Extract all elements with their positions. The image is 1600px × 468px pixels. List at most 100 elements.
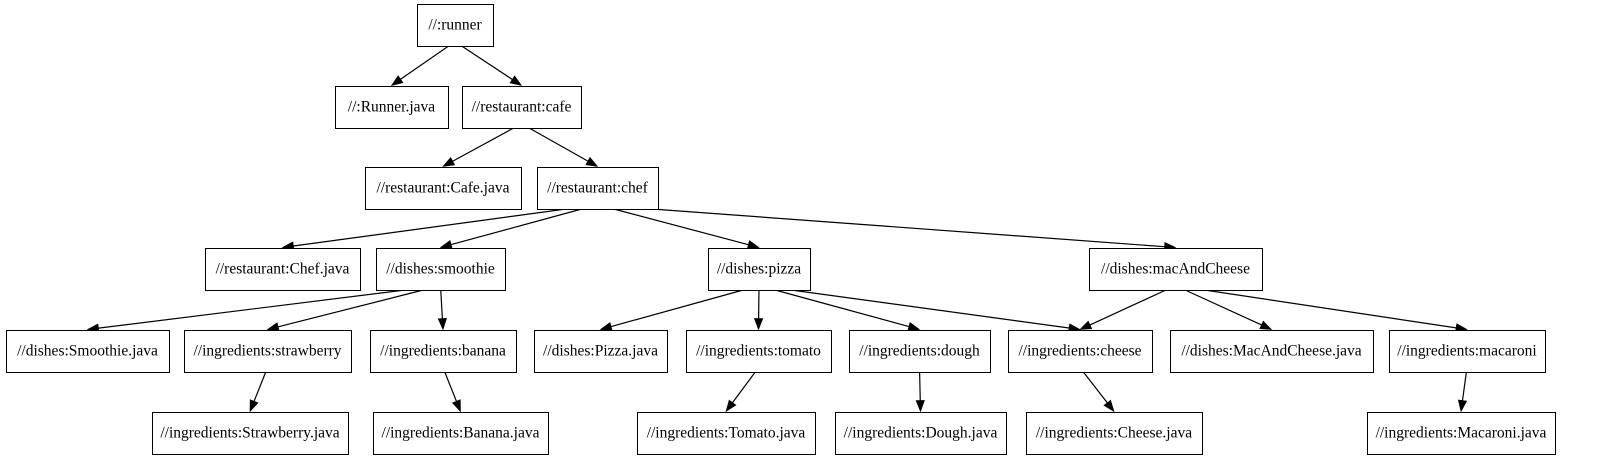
graph-node-ing_tomato[interactable]: //ingredients:tomato bbox=[686, 330, 832, 373]
graph-node-tomato_java[interactable]: //ingredients:Tomato.java bbox=[637, 412, 816, 455]
edge-ing_banana-to-banana_java bbox=[444, 371, 457, 402]
edge-dishes_smoothie-to-smoothie_java bbox=[98, 289, 406, 329]
node-box-ing_cheese bbox=[1008, 330, 1153, 373]
arrowhead-runner-to-runner_java bbox=[390, 75, 404, 86]
arrowhead-runner-to-restaurant_cafe bbox=[509, 75, 523, 86]
arrowhead-dishes_pizza-to-ing_tomato bbox=[753, 318, 764, 331]
node-label-dishes_pizza: //dishes:pizza bbox=[717, 261, 801, 278]
graph-node-dough_java[interactable]: //ingredients:Dough.java bbox=[835, 412, 1007, 455]
edge-dishes_smoothie-to-ing_strawberry bbox=[278, 289, 424, 328]
node-label-smoothie_java: //dishes:Smoothie.java bbox=[17, 343, 158, 360]
arrowhead-ing_dough-to-dough_java bbox=[915, 400, 925, 413]
node-box-strawberry_java bbox=[152, 412, 349, 455]
edge-runner-to-runner_java bbox=[400, 45, 449, 80]
node-label-chef_java: //restaurant:Chef.java bbox=[216, 261, 350, 278]
graph-node-dishes_smoothie[interactable]: //dishes:smoothie bbox=[376, 248, 506, 291]
node-box-restaurant_cafe bbox=[462, 86, 582, 129]
edge-dishes_mac-to-ing_macaroni bbox=[1204, 289, 1457, 329]
edge-restaurant_chef-to-chef_java bbox=[293, 208, 567, 247]
graph-node-ing_cheese[interactable]: //ingredients:cheese bbox=[1008, 330, 1153, 373]
node-box-dough_java bbox=[835, 412, 1007, 455]
edge-restaurant_chef-to-dishes_pizza bbox=[613, 208, 749, 246]
node-box-dishes_smoothie bbox=[376, 248, 506, 291]
graph-node-runner[interactable]: //:runner bbox=[417, 4, 494, 47]
edge-ing_cheese-to-cheese_java bbox=[1082, 371, 1108, 404]
arrowhead-dishes_mac-to-mac_java bbox=[1259, 320, 1273, 330]
arrowhead-dishes_smoothie-to-ing_banana bbox=[437, 317, 447, 331]
node-label-restaurant_cafe: //restaurant:cafe bbox=[472, 99, 572, 116]
graph-node-runner_java[interactable]: //:Runner.java bbox=[335, 86, 449, 129]
graph-node-restaurant_cafe[interactable]: //restaurant:cafe bbox=[462, 86, 582, 129]
node-label-banana_java: //ingredients:Banana.java bbox=[382, 425, 540, 442]
graph-node-ing_strawberry[interactable]: //ingredients:strawberry bbox=[184, 330, 352, 373]
graph-node-restaurant_chef[interactable]: //restaurant:chef bbox=[537, 167, 659, 210]
node-box-restaurant_chef bbox=[537, 167, 659, 210]
node-label-runner: //:runner bbox=[428, 17, 482, 34]
node-box-ing_macaroni bbox=[1389, 330, 1546, 373]
arrowhead-dishes_mac-to-ing_cheese bbox=[1079, 320, 1093, 330]
node-box-macaroni_java bbox=[1367, 412, 1556, 455]
node-label-cafe_java: //restaurant:Cafe.java bbox=[377, 180, 510, 197]
arrowhead-restaurant_chef-to-dishes_pizza bbox=[746, 240, 760, 250]
edge-dishes_smoothie-to-ing_banana bbox=[440, 289, 443, 319]
node-label-pizza_java: //dishes:Pizza.java bbox=[543, 343, 658, 360]
node-label-ing_tomato: //ingredients:tomato bbox=[696, 343, 821, 360]
node-label-ing_dough: //ingredients:dough bbox=[859, 343, 980, 360]
graph-node-strawberry_java[interactable]: //ingredients:Strawberry.java bbox=[152, 412, 349, 455]
arrowhead-ing_cheese-to-cheese_java bbox=[1103, 399, 1115, 413]
node-box-smoothie_java bbox=[6, 330, 170, 373]
arrowhead-ing_banana-to-banana_java bbox=[452, 399, 461, 413]
node-box-ing_banana bbox=[370, 330, 517, 373]
arrowhead-dishes_pizza-to-pizza_java bbox=[599, 322, 613, 331]
node-label-ing_strawberry: //ingredients:strawberry bbox=[193, 343, 341, 360]
arrowhead-restaurant_chef-to-dishes_smoothie bbox=[439, 240, 453, 250]
edge-ing_macaroni-to-macaroni_java bbox=[1461, 371, 1467, 401]
node-box-runner_java bbox=[335, 86, 449, 129]
graph-node-cafe_java[interactable]: //restaurant:Cafe.java bbox=[365, 167, 522, 210]
node-box-cheese_java bbox=[1026, 412, 1203, 455]
graph-node-macaroni_java[interactable]: //ingredients:Macaroni.java bbox=[1367, 412, 1556, 455]
node-label-mac_java: //dishes:MacAndCheese.java bbox=[1181, 343, 1361, 360]
graph-node-pizza_java[interactable]: //dishes:Pizza.java bbox=[534, 330, 668, 373]
arrowhead-restaurant_cafe-to-cafe_java bbox=[442, 157, 456, 167]
graph-node-banana_java[interactable]: //ingredients:Banana.java bbox=[373, 412, 549, 455]
graph-node-chef_java[interactable]: //restaurant:Chef.java bbox=[205, 248, 361, 291]
arrowhead-dishes_smoothie-to-ing_strawberry bbox=[266, 322, 280, 332]
graph-node-dishes_pizza[interactable]: //dishes:pizza bbox=[708, 248, 811, 291]
edge-dishes_pizza-to-pizza_java bbox=[610, 289, 744, 328]
node-label-ing_macaroni: //ingredients:macaroni bbox=[1397, 343, 1537, 360]
node-box-dishes_pizza bbox=[708, 248, 811, 291]
node-box-ing_tomato bbox=[686, 330, 832, 373]
arrowhead-ing_strawberry-to-strawberry_java bbox=[249, 399, 259, 413]
node-box-cafe_java bbox=[365, 167, 522, 210]
node-box-chef_java bbox=[205, 248, 361, 291]
node-label-ing_cheese: //ingredients:cheese bbox=[1018, 343, 1141, 360]
arrowhead-restaurant_cafe-to-restaurant_chef bbox=[585, 156, 599, 167]
node-box-ing_strawberry bbox=[184, 330, 352, 373]
arrowhead-dishes_pizza-to-ing_dough bbox=[907, 322, 921, 331]
graph-node-ing_banana[interactable]: //ingredients:banana bbox=[370, 330, 517, 373]
graph-node-mac_java[interactable]: //dishes:MacAndCheese.java bbox=[1170, 330, 1374, 373]
node-label-dishes_smoothie: //dishes:smoothie bbox=[386, 261, 495, 278]
arrowhead-ing_tomato-to-tomato_java bbox=[725, 399, 737, 413]
node-box-tomato_java bbox=[637, 412, 816, 455]
graph-node-dishes_mac[interactable]: //dishes:macAndCheese bbox=[1089, 248, 1263, 291]
node-label-macaroni_java: //ingredients:Macaroni.java bbox=[1376, 425, 1547, 442]
edge-ing_strawberry-to-strawberry_java bbox=[253, 371, 267, 402]
edge-runner-to-restaurant_cafe bbox=[461, 45, 513, 80]
node-label-ing_banana: //ingredients:banana bbox=[380, 343, 506, 360]
edge-dishes_pizza-to-ing_dough bbox=[774, 289, 910, 328]
node-label-restaurant_chef: //restaurant:chef bbox=[547, 180, 649, 197]
edge-restaurant_cafe-to-cafe_java bbox=[452, 127, 514, 162]
edge-dishes_mac-to-ing_cheese bbox=[1089, 289, 1167, 326]
edge-ing_dough-to-dough_java bbox=[919, 371, 921, 401]
edge-dishes_pizza-to-ing_cheese bbox=[791, 289, 1070, 329]
edge-layer bbox=[86, 45, 1468, 413]
graph-node-ing_macaroni[interactable]: //ingredients:macaroni bbox=[1389, 330, 1546, 373]
graph-node-ing_dough[interactable]: //ingredients:dough bbox=[849, 330, 991, 373]
graph-node-smoothie_java[interactable]: //dishes:Smoothie.java bbox=[6, 330, 170, 373]
node-label-tomato_java: //ingredients:Tomato.java bbox=[647, 425, 806, 442]
graph-node-cheese_java[interactable]: //ingredients:Cheese.java bbox=[1026, 412, 1203, 455]
